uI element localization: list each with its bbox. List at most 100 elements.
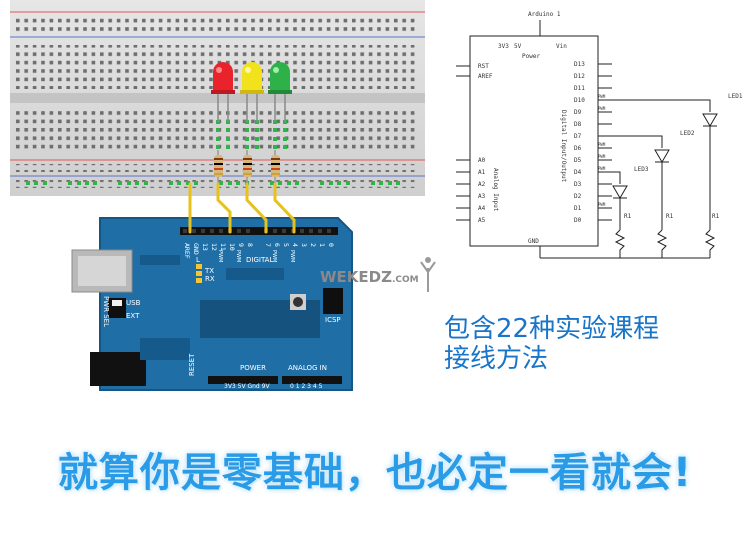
led-green bbox=[268, 62, 292, 122]
schematic-pwm-label: PWM bbox=[598, 202, 606, 207]
schematic-left-pin: A4 bbox=[478, 205, 486, 212]
board-digital-pin-label: 2 bbox=[309, 243, 317, 247]
board-digital-pin-label: GND bbox=[192, 243, 200, 255]
resistor-1 bbox=[214, 150, 223, 184]
board-icsp-label: ICSP bbox=[325, 316, 341, 324]
schematic-left-pin: A3 bbox=[478, 193, 486, 200]
schematic-gnd-label: GND bbox=[528, 238, 539, 245]
schematic-right-pin: D7 bbox=[574, 133, 582, 140]
schematic-title: Arduino 1 bbox=[528, 11, 561, 18]
resistors bbox=[214, 150, 280, 184]
board-digital-pin-label: 7 bbox=[264, 243, 272, 247]
board-reset-label: RESET bbox=[188, 353, 196, 376]
schematic-pwm-label: PWM bbox=[598, 142, 606, 147]
schematic-left-pin: A2 bbox=[478, 181, 486, 188]
board-digital-pin-label: 11 bbox=[219, 243, 227, 251]
schematic-right-pin: D9 bbox=[574, 109, 582, 116]
board-analog-in-label: ANALOG IN bbox=[288, 364, 327, 372]
watermark-suffix: .COM bbox=[392, 275, 419, 285]
board-digital-pin-label: AREF bbox=[183, 243, 191, 259]
board-digital-pin-label: 8 bbox=[246, 243, 254, 247]
led1-symbol bbox=[702, 113, 718, 230]
schematic-pwm-label: PWM bbox=[598, 94, 606, 99]
schematic-left-pin: AREF bbox=[478, 73, 493, 80]
led-yellow bbox=[240, 62, 264, 122]
board-pwm-label: PWM bbox=[217, 250, 223, 262]
board-pwr-sel-label: PWR SEL bbox=[102, 296, 110, 327]
promo-line-2: 接线方法 bbox=[444, 344, 549, 374]
schematic-led-label: LED3 bbox=[634, 166, 649, 173]
schematic-right-pin: D5 bbox=[574, 157, 582, 164]
wire-pin-10 bbox=[216, 182, 232, 234]
schematic-analog-label: Analog Input bbox=[492, 168, 499, 212]
board-digital-label: DIGITAL bbox=[246, 256, 273, 264]
schematic-left-pin: A0 bbox=[478, 157, 486, 164]
board-digital-pin-label: 3 bbox=[300, 243, 308, 247]
net-led2 bbox=[612, 135, 663, 148]
schematic-right-pin: D6 bbox=[574, 145, 582, 152]
schematic-pwm-label: PWM bbox=[598, 166, 606, 171]
schematic-pwm-label: PWM bbox=[598, 106, 606, 111]
board-digital-pin-label: 12 bbox=[210, 243, 218, 251]
board-usb-label: USB bbox=[126, 299, 141, 307]
board-l-label: L bbox=[196, 256, 200, 264]
schematic-top-pin: 5V bbox=[514, 43, 522, 50]
board-pwm-label: PWM bbox=[235, 250, 241, 262]
arduino-board bbox=[71, 217, 353, 391]
wire-pin-4 bbox=[273, 182, 296, 234]
resistor-2 bbox=[243, 150, 252, 184]
headline: 就算你是零基础，也必定一看就会! bbox=[57, 450, 693, 496]
watermark-logo bbox=[420, 257, 436, 292]
schematic-top-pin: Vin bbox=[556, 43, 567, 50]
watermark: WEKEDZ.COM bbox=[320, 268, 419, 286]
board-digital-pin-label: 0 bbox=[327, 243, 335, 247]
jumper-wires bbox=[188, 182, 296, 234]
board-digital-pin-label: 5 bbox=[282, 243, 290, 247]
schematic-digital-label: Digital Input/Output bbox=[560, 110, 567, 183]
board-digital-pin-label: 4 bbox=[291, 243, 299, 247]
schematic-right-pin: D3 bbox=[574, 181, 582, 188]
board-pwm-label: PWM bbox=[289, 250, 295, 262]
resistor-3 bbox=[271, 150, 280, 184]
schematic-right-pin: D0 bbox=[574, 217, 582, 224]
board-analog-pins-label: 0 1 2 3 4 5 bbox=[290, 383, 323, 390]
board-tx-label: TX bbox=[204, 267, 214, 275]
board-ext-label: EXT bbox=[126, 312, 140, 320]
led2-symbol bbox=[654, 149, 670, 230]
r1-symbol-b bbox=[656, 229, 668, 258]
board-digital-pin-label: 10 bbox=[228, 243, 236, 251]
schematic-right-pin: D2 bbox=[574, 193, 582, 200]
net-led3 bbox=[612, 171, 621, 184]
board-digital-pin-label: 9 bbox=[237, 243, 245, 247]
schematic-left-pin: A1 bbox=[478, 169, 486, 176]
led-red bbox=[211, 62, 235, 122]
schematic-left-pin: A5 bbox=[478, 217, 486, 224]
watermark-text: WEKEDZ bbox=[320, 268, 392, 286]
board-power-pins-label: 3V3 5V Gnd 9V bbox=[224, 383, 270, 390]
schematic-led-label: LED1 bbox=[728, 93, 743, 100]
schematic bbox=[456, 20, 718, 259]
schematic-right-pin: D10 bbox=[574, 97, 585, 104]
schematic-resistor-label: R1 bbox=[666, 213, 674, 220]
schematic-resistor-label: R1 bbox=[624, 213, 632, 220]
schematic-left-pin: RST bbox=[478, 63, 489, 70]
board-rx-label: RX bbox=[205, 275, 215, 283]
led3-symbol bbox=[612, 185, 628, 230]
board-digital-pin-label: 1 bbox=[318, 243, 326, 247]
promo-line-1: 包含22种实验课程 bbox=[444, 314, 660, 344]
schematic-resistor-label: R1 bbox=[712, 213, 720, 220]
schematic-chip bbox=[469, 35, 599, 247]
schematic-right-pin: D4 bbox=[574, 169, 582, 176]
wire-pin-6 bbox=[245, 182, 268, 234]
schematic-pwm-label: PWM bbox=[598, 154, 606, 159]
net-led1 bbox=[612, 99, 711, 112]
board-digital-pin-label: 6 bbox=[273, 243, 281, 247]
icsp-header bbox=[323, 288, 343, 314]
board-pwm-label: PWM bbox=[271, 250, 277, 262]
r1-symbol-c bbox=[704, 229, 716, 258]
schematic-led-label: LED2 bbox=[680, 130, 695, 137]
r1-symbol-a bbox=[614, 229, 626, 258]
schematic-right-pin: D11 bbox=[574, 85, 585, 92]
